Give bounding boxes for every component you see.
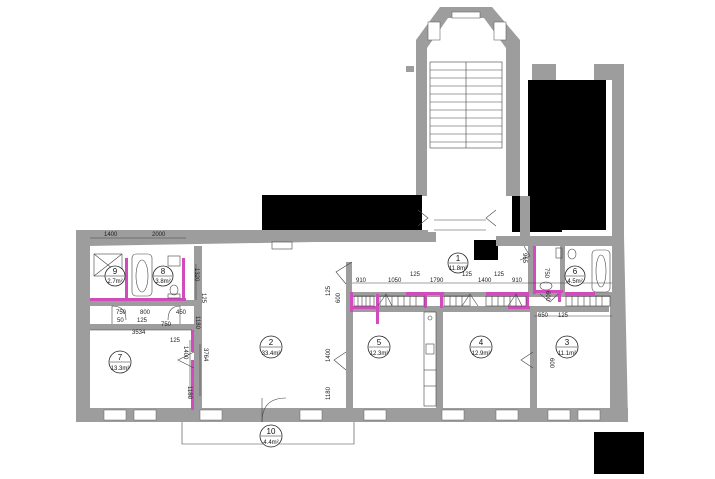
room-10-area: 4.4m² xyxy=(263,440,278,446)
kitchen-counter xyxy=(423,311,437,407)
redaction-block-small xyxy=(474,240,498,260)
room-marker-7: 7 13.3m² xyxy=(108,350,132,374)
room-marker-9: 9 2.7m² xyxy=(104,265,126,287)
dim-3764: 3764 xyxy=(202,348,208,362)
room-9-number: 9 xyxy=(113,267,118,276)
dim-50: 50 xyxy=(117,318,124,324)
redaction-block-right-lower xyxy=(512,196,562,232)
dim-2000-top: 2000 xyxy=(152,232,166,238)
room-marker-5: 5 12.3m² xyxy=(367,335,391,359)
room-8-number: 8 xyxy=(161,267,166,276)
doors xyxy=(111,209,559,371)
room-marker-4: 4 12.9m² xyxy=(469,335,493,359)
dim-1400-top: 1400 xyxy=(104,232,118,238)
wardrobe-strips xyxy=(353,295,611,307)
dim-1180-a: 1180 xyxy=(194,316,200,330)
room-6-area: 4.5m² xyxy=(567,279,582,285)
dim-125-h: 125 xyxy=(558,313,569,319)
room-4-area: 12.9m² xyxy=(472,351,491,357)
redaction-block-label xyxy=(262,195,422,233)
dim-125-c: 125 xyxy=(170,338,181,344)
dim-125-b: 125 xyxy=(137,318,148,324)
room-6-number: 6 xyxy=(573,267,578,276)
interior-walls xyxy=(90,246,612,408)
room-marker-1: 1 11.8m² xyxy=(447,252,469,274)
room-marker-10: 10 4.4m² xyxy=(259,424,283,448)
room-10-number: 10 xyxy=(267,427,276,436)
dim-125-d: 125 xyxy=(410,272,421,278)
windows xyxy=(103,409,601,421)
room-marker-2: 2 33.4m² xyxy=(259,335,283,359)
dim-800: 800 xyxy=(140,310,151,316)
room-4-number: 4 xyxy=(479,338,484,347)
room-1-number: 1 xyxy=(456,254,461,263)
room-3-number: 3 xyxy=(565,338,570,347)
room-5-number: 5 xyxy=(377,338,382,347)
dim-600-c: 600 xyxy=(548,358,554,369)
dim-1400-c: 1400 xyxy=(326,348,332,362)
dim-1180-c: 1180 xyxy=(326,386,332,400)
dim-450: 450 xyxy=(176,310,187,316)
dim-1180-b: 1180 xyxy=(186,386,192,400)
new-walls xyxy=(90,246,595,410)
dim-750-c: 750 xyxy=(543,268,549,279)
room-marker-3: 3 11.1m² xyxy=(555,335,579,359)
dimension-labels: 1400 2000 1320 125 750 800 50 125 750 45… xyxy=(104,232,569,400)
room-2-area: 33.4m² xyxy=(262,351,281,357)
dim-910-a: 910 xyxy=(356,278,367,284)
dim-750-b: 750 xyxy=(161,322,172,328)
room-2-number: 2 xyxy=(269,338,274,347)
dim-125-f: 125 xyxy=(494,272,505,278)
staircase-tower xyxy=(406,7,520,196)
redaction-block-corner xyxy=(594,432,644,474)
radiator xyxy=(271,241,293,250)
room-marker-6: 6 4.5m² xyxy=(564,265,586,287)
dim-1790: 1790 xyxy=(430,278,444,284)
room-5-area: 12.3m² xyxy=(370,351,389,357)
dim-1050: 1050 xyxy=(388,278,402,284)
dim-600-b: 600 xyxy=(544,291,550,302)
dim-3534: 3534 xyxy=(132,330,146,336)
room-7-number: 7 xyxy=(118,353,123,362)
dim-1400-a: 1400 xyxy=(182,346,188,360)
dim-750-a: 750 xyxy=(116,310,127,316)
room-9-area: 2.7m² xyxy=(107,279,122,285)
dim-965: 965 xyxy=(521,253,527,264)
room-marker-8: 8 3.8m² xyxy=(152,265,174,287)
room-3-area: 11.1m² xyxy=(558,351,576,357)
staircase xyxy=(429,61,503,149)
dim-125-e: 125 xyxy=(462,272,473,278)
dim-910-b: 910 xyxy=(512,278,523,284)
dim-600-a: 600 xyxy=(336,292,342,303)
room-8-area: 3.8m² xyxy=(155,279,170,285)
right-upper-walls xyxy=(520,64,624,238)
dim-1400-b: 1400 xyxy=(478,278,492,284)
dim-650: 650 xyxy=(538,313,549,319)
dim-1320: 1320 xyxy=(193,268,199,282)
room-1-area: 11.8m² xyxy=(449,266,467,272)
dim-125-a: 125 xyxy=(200,293,206,304)
dim-125-g: 125 xyxy=(326,285,332,296)
room-7-area: 13.3m² xyxy=(111,366,130,372)
